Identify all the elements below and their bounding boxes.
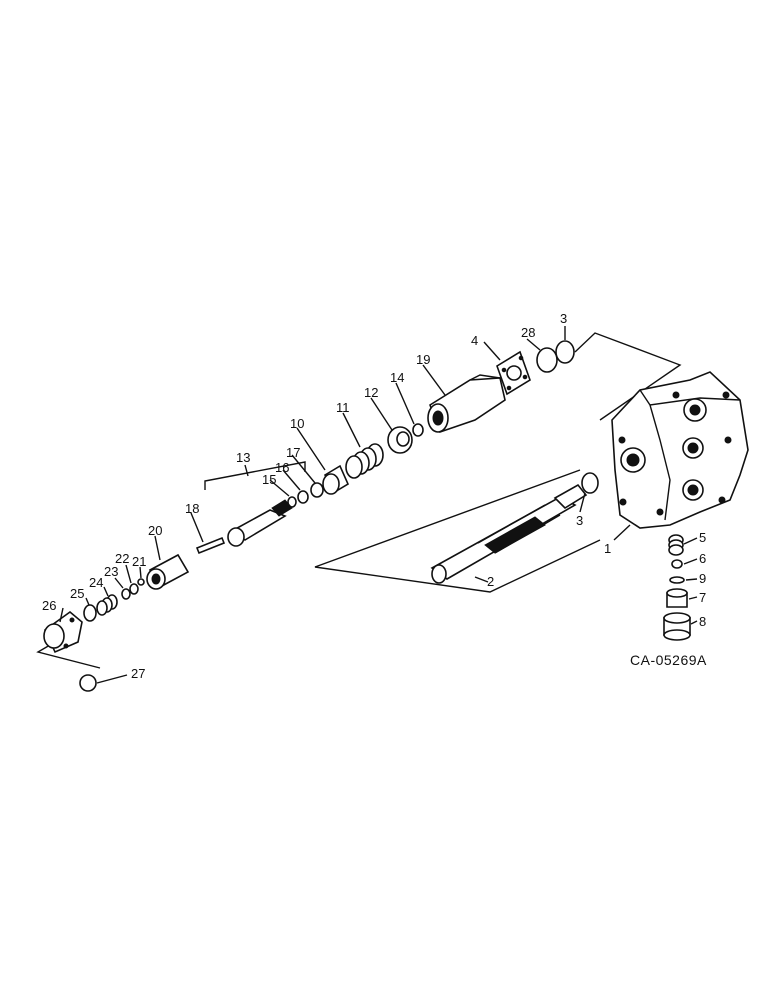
- callout-11: 11: [336, 400, 350, 415]
- callout-27: 27: [131, 666, 145, 681]
- callout-5: 5: [699, 530, 706, 545]
- washer-9: [669, 576, 685, 584]
- callout-13: 13: [236, 450, 250, 465]
- ring-23: [121, 588, 131, 600]
- ring-15: [287, 496, 297, 508]
- callout-25: 25: [70, 586, 84, 601]
- pin-18: [195, 536, 226, 555]
- seal-28: [536, 347, 558, 373]
- callout-7: 7: [699, 590, 706, 605]
- callout-2: 2: [487, 574, 494, 589]
- cap-group-line: [36, 644, 101, 669]
- spring-11: [345, 443, 384, 479]
- callout-20: 20: [148, 523, 162, 538]
- spool-part: [430, 483, 588, 584]
- callout-3b: 3: [560, 311, 567, 326]
- plug-8: [663, 612, 691, 641]
- o-ring-3b: [555, 340, 575, 364]
- callout-19: 19: [416, 352, 430, 367]
- ring-16: [297, 490, 309, 504]
- sleeve-20: [146, 553, 190, 590]
- ring-22: [129, 583, 139, 595]
- spring-24: [96, 594, 118, 616]
- callout-3a: 3: [576, 513, 583, 528]
- housing-part: [427, 374, 506, 434]
- washer-12: [387, 426, 413, 454]
- seat-25: [83, 604, 97, 622]
- group-13-bracket: [204, 461, 306, 490]
- callout-28: 28: [521, 325, 535, 340]
- callout-4: 4: [471, 333, 478, 348]
- gasket-plate-part: [496, 350, 531, 396]
- plug-27: [79, 674, 97, 692]
- seat-7: [666, 588, 688, 608]
- callout-16: 16: [275, 460, 289, 475]
- callout-12: 12: [364, 385, 378, 400]
- callout-9: 9: [699, 571, 706, 586]
- callout-18: 18: [185, 501, 199, 516]
- callout-22: 22: [115, 551, 129, 566]
- spool-group-line: [314, 469, 601, 593]
- callout-10: 10: [290, 416, 304, 431]
- callout-8: 8: [699, 614, 706, 629]
- end-cap-26: [43, 610, 83, 654]
- callout-23: 23: [104, 564, 118, 579]
- small-ring-14: [412, 423, 424, 437]
- callout-15: 15: [262, 472, 276, 487]
- drawing-code: CA-05269A: [630, 652, 707, 668]
- ball-21: [137, 578, 145, 586]
- poppet-6: [671, 559, 683, 569]
- ring-17: [310, 482, 324, 498]
- o-ring-3a: [581, 472, 599, 494]
- valve-body-part: [611, 371, 749, 529]
- retainer-10: [322, 464, 350, 495]
- callout-24: 24: [89, 575, 103, 590]
- detent-assembly-13: [227, 499, 293, 547]
- callout-21: 21: [132, 554, 146, 569]
- callout-14: 14: [390, 370, 404, 385]
- callout-1: 1: [604, 541, 611, 556]
- callout-17: 17: [286, 445, 300, 460]
- spring-5: [668, 534, 684, 556]
- callout-6: 6: [699, 551, 706, 566]
- callout-26: 26: [42, 598, 56, 613]
